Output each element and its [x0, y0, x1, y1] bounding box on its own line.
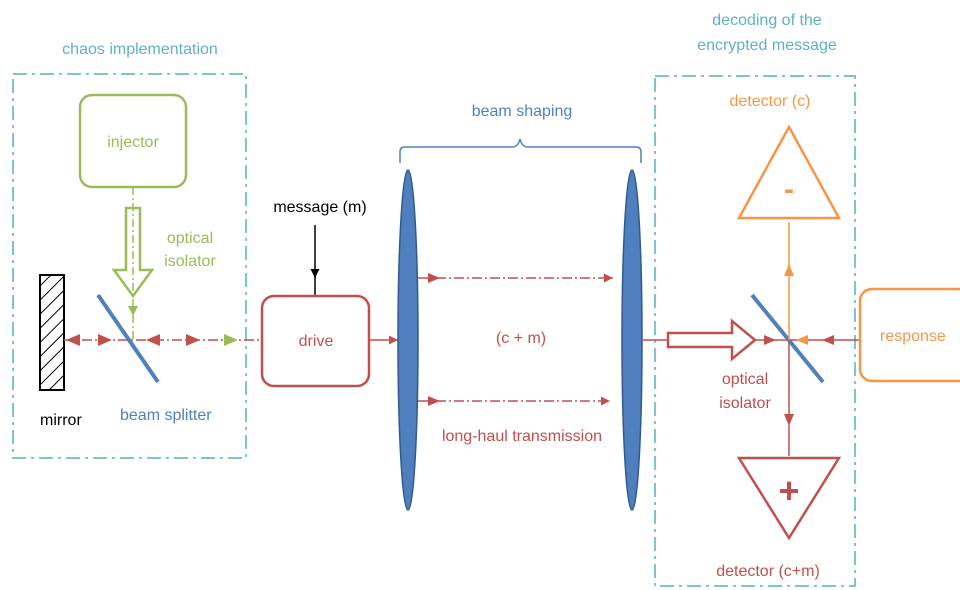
left-beam-arrow-2	[98, 334, 112, 346]
beam-shaping-brace	[399, 138, 642, 163]
left-beam-arrow-green	[224, 334, 238, 346]
beam-splitter-left	[96, 293, 160, 384]
optical-isolator-left-label-2: isolator	[164, 253, 216, 270]
drive-label: drive	[299, 333, 334, 350]
beam-splitter-label: beam splitter	[120, 407, 212, 424]
optical-isolator-right-arrow	[666, 318, 757, 362]
left-beam-arrow-1	[66, 334, 80, 346]
response-box	[858, 287, 960, 383]
response-label: response	[880, 328, 946, 345]
decoding-frame	[654, 75, 856, 587]
beam-splitter-right	[750, 293, 825, 384]
optical-isolator-right-label-1: optical	[722, 371, 768, 388]
detector-cm-sign: +	[778, 470, 799, 511]
decoding-title-1: decoding of the	[712, 12, 822, 29]
decoding-title-2: encrypted message	[697, 37, 837, 54]
beam-to-detector-c-arrow	[784, 264, 794, 276]
detector-c-sign: -	[784, 173, 794, 206]
signal-label: (c + m)	[496, 330, 546, 347]
injector-label: injector	[107, 134, 159, 151]
mirror-label: mirror	[40, 412, 82, 429]
transmission-arrow-lower-start	[428, 396, 440, 406]
optical-isolator-left-label-1: optical	[167, 230, 213, 247]
chaos-implementation-title: chaos implementation	[62, 41, 218, 58]
drive-box	[260, 294, 371, 388]
beam-to-detector-cm-arrow	[784, 414, 794, 426]
detector-c-triangle	[736, 124, 842, 220]
left-beam-arrow-3	[146, 334, 160, 346]
detector-cm-label: detector (c+m)	[716, 563, 820, 580]
right-beam-arrow-1	[764, 335, 776, 345]
left-beam-arrow-4	[186, 334, 200, 346]
detector-cm-triangle	[736, 456, 842, 541]
message-label: message (m)	[273, 199, 366, 216]
injector-beam-arrowhead	[128, 306, 138, 316]
detector-c-label: detector (c)	[730, 93, 811, 110]
lens-right	[621, 169, 643, 511]
beam-shaping-label: beam shaping	[472, 103, 573, 120]
chaos-implementation-frame	[12, 73, 247, 459]
right-beam-arrow-orange	[796, 335, 808, 345]
optical-isolator-right-label-2: isolator	[719, 395, 771, 412]
right-beam-arrow-2	[822, 335, 834, 345]
lens-left	[397, 169, 419, 511]
long-haul-label: long-haul transmission	[442, 428, 602, 445]
mirror	[39, 274, 65, 391]
transmission-arrow-upper-start	[428, 273, 440, 283]
